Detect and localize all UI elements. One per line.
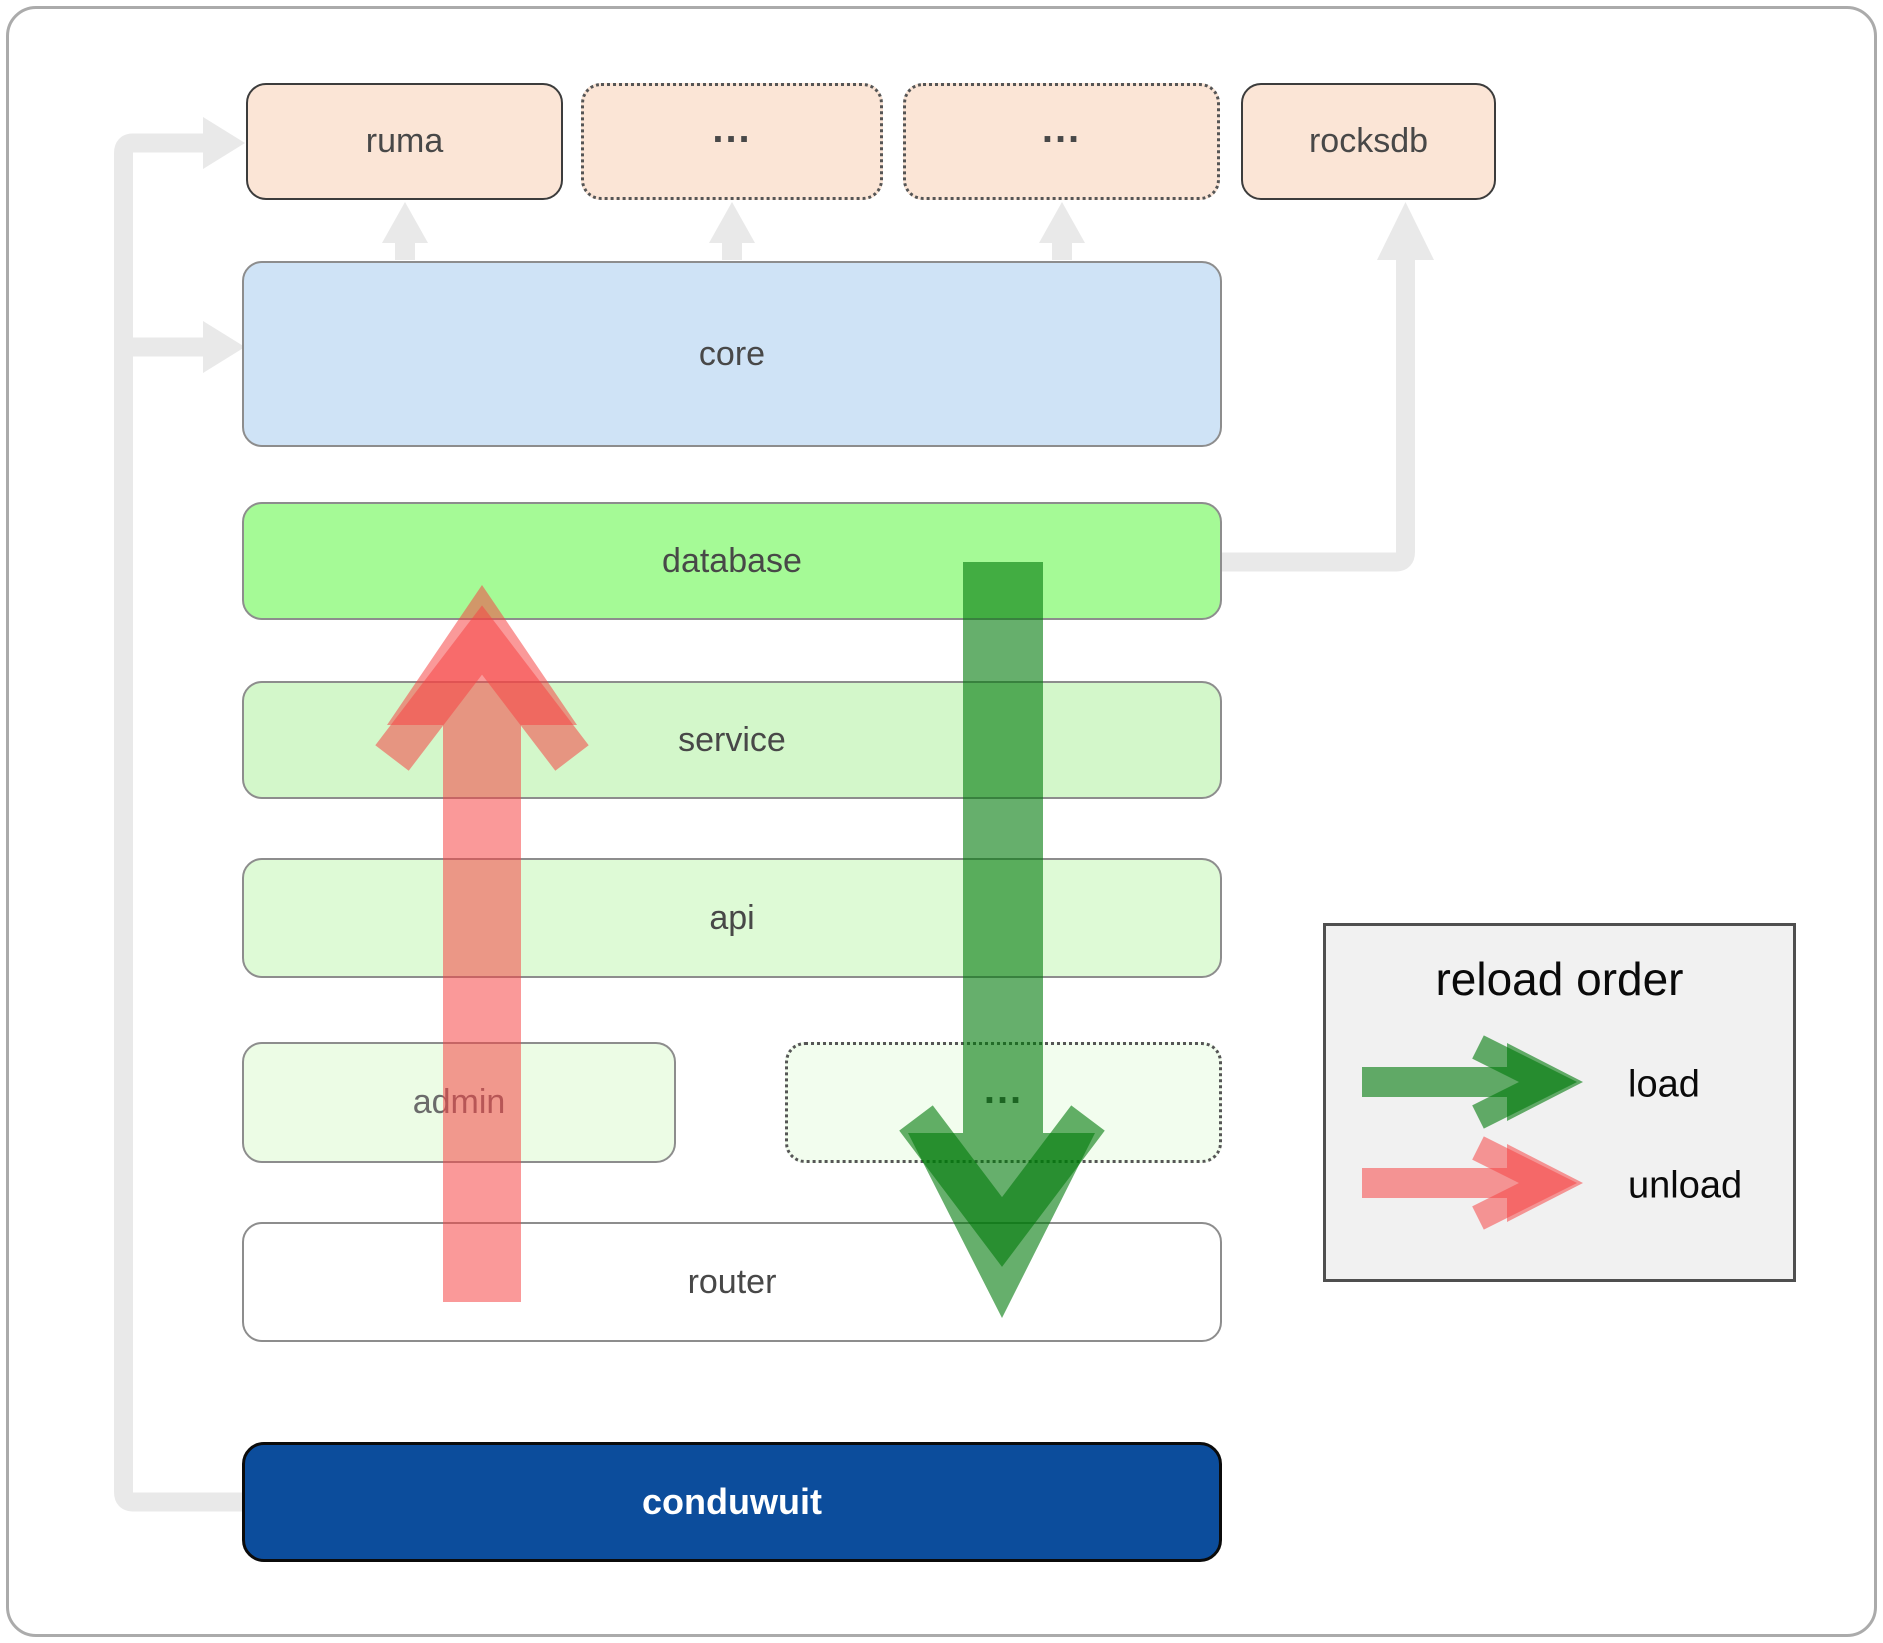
node-api: api [242, 858, 1222, 978]
node-service: service [242, 681, 1222, 799]
node-router: router [242, 1222, 1222, 1342]
node-admin: admin [242, 1042, 676, 1163]
node-conduwuit: conduwuit [242, 1442, 1222, 1562]
node-admin-ellipsis-label: ... [983, 1068, 1024, 1112]
node-rocksdb-label: rocksdb [1308, 122, 1429, 160]
canvas-border [6, 6, 1877, 1637]
arrowhead-core-ellipsis1-icon [709, 202, 755, 243]
legend-unload-label: unload [1628, 1164, 1743, 1207]
arrowhead-into-rocksdb-icon [1377, 202, 1434, 260]
arrowhead-core-ellipsis2-icon [1039, 202, 1085, 243]
node-ellipsis-1-label: ... [712, 107, 752, 151]
legend-load-label: load [1628, 1063, 1700, 1106]
node-core-label: core [698, 334, 766, 373]
legend-title: reload order [1435, 953, 1684, 1005]
legend-reload-order: reload order load unload [1323, 923, 1796, 1282]
node-core: core [242, 261, 1222, 447]
node-router-label: router [687, 1262, 777, 1301]
arrowhead-into-core-icon [203, 321, 245, 373]
node-admin-label: admin [412, 1083, 506, 1121]
node-ellipsis-2-label: ... [1041, 107, 1082, 151]
node-rocksdb: rocksdb [1241, 83, 1496, 200]
node-ellipsis-1: ... [581, 83, 883, 200]
node-api-label: api [709, 898, 755, 937]
node-service-label: service [678, 720, 786, 759]
node-ellipsis-2: ... [903, 83, 1220, 200]
node-admin-ellipsis: ... [785, 1042, 1222, 1163]
node-database: database [242, 502, 1222, 620]
connector-database-to-rocksdb [1222, 258, 1415, 572]
node-ruma: ruma [246, 83, 563, 200]
arrowhead-into-ruma-icon [203, 117, 245, 169]
node-ruma-label: ruma [365, 122, 444, 160]
arrowhead-core-ruma-icon [382, 202, 428, 243]
connector-conduwuit-to-ruma [114, 133, 244, 1512]
node-conduwuit-label: conduwuit [642, 1481, 822, 1522]
node-database-label: database [662, 541, 802, 580]
